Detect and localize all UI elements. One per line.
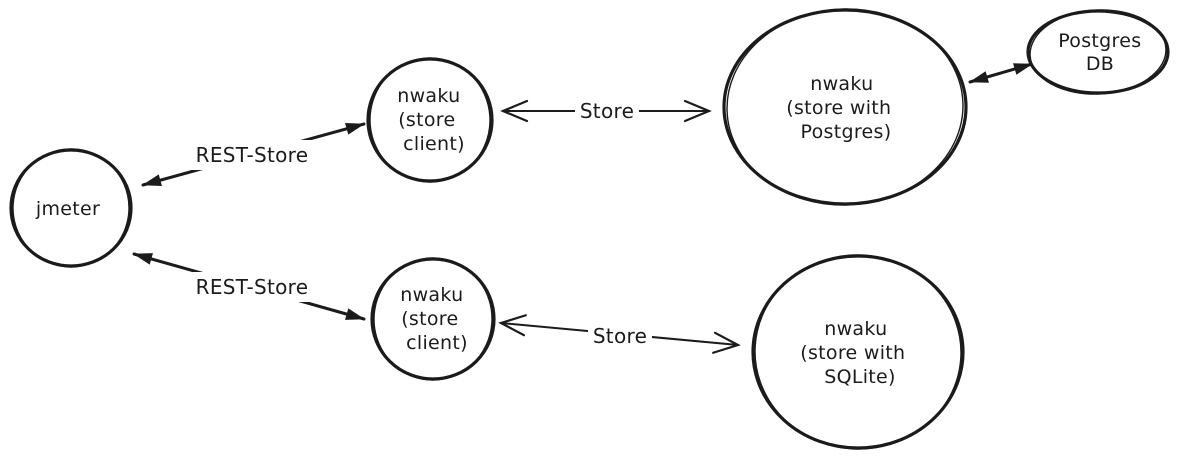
store-client-bottom-circle-sketch [373, 257, 493, 381]
rest-store-bottom-label: REST-Store [196, 275, 309, 299]
store-top-label-bg [575, 97, 639, 125]
edge-rest-store-top: REST-Store [141, 122, 366, 187]
edge-store-top: Store [500, 97, 712, 125]
postgres-db-ellipse-sketch [1029, 9, 1167, 95]
jmeter-circle-sketch [12, 148, 130, 268]
store-client-top-circle [366, 57, 494, 183]
jmeter-circle [9, 148, 133, 268]
store-top-label: Store [580, 99, 634, 123]
edge-store-bottom: Store [498, 314, 741, 354]
node-store-client-bottom: nwaku (store client) [370, 257, 496, 381]
postgres-db-label: Postgres DB [1058, 30, 1148, 75]
store-bottom-label: Store [593, 324, 647, 348]
edge-rest-store-bottom: REST-Store [132, 252, 366, 321]
store-sqlite-label: nwaku (store with SQLite) [800, 318, 911, 388]
store-postgres-circle-sketch [726, 8, 964, 206]
store-client-top-label: nwaku (store client) [397, 85, 467, 155]
node-postgres-db: Postgres DB [1026, 9, 1170, 95]
store-bottom-label-bg [588, 322, 652, 350]
store-client-bottom-circle [370, 257, 496, 381]
node-store-client-top: nwaku (store client) [366, 57, 494, 183]
nodes-layer: jmeter nwaku (store client) nwaku (store… [9, 8, 1170, 450]
postgres-db-ellipse [1026, 9, 1170, 95]
store-postgres-circle [722, 8, 968, 206]
store-client-top-circle-sketch [369, 57, 491, 183]
store-sqlite-circle [751, 254, 965, 450]
edge-postgres-link [968, 62, 1034, 84]
rest-store-top-label-bg [189, 140, 315, 170]
rest-store-top-label: REST-Store [196, 143, 309, 167]
edges-layer: REST-Store REST-Store Store Store [132, 62, 1034, 354]
store-postgres-label: nwaku (store with Postgres) [786, 73, 897, 143]
rest-store-bottom-label-bg [189, 272, 315, 302]
store-sqlite-circle-sketch [754, 254, 962, 450]
node-store-postgres: nwaku (store with Postgres) [722, 8, 968, 206]
node-store-sqlite: nwaku (store with SQLite) [751, 254, 965, 450]
jmeter-label: jmeter [35, 198, 100, 220]
node-jmeter: jmeter [9, 148, 133, 268]
store-client-bottom-label: nwaku (store client) [400, 284, 470, 354]
postgres-link-arrow [968, 62, 1034, 84]
